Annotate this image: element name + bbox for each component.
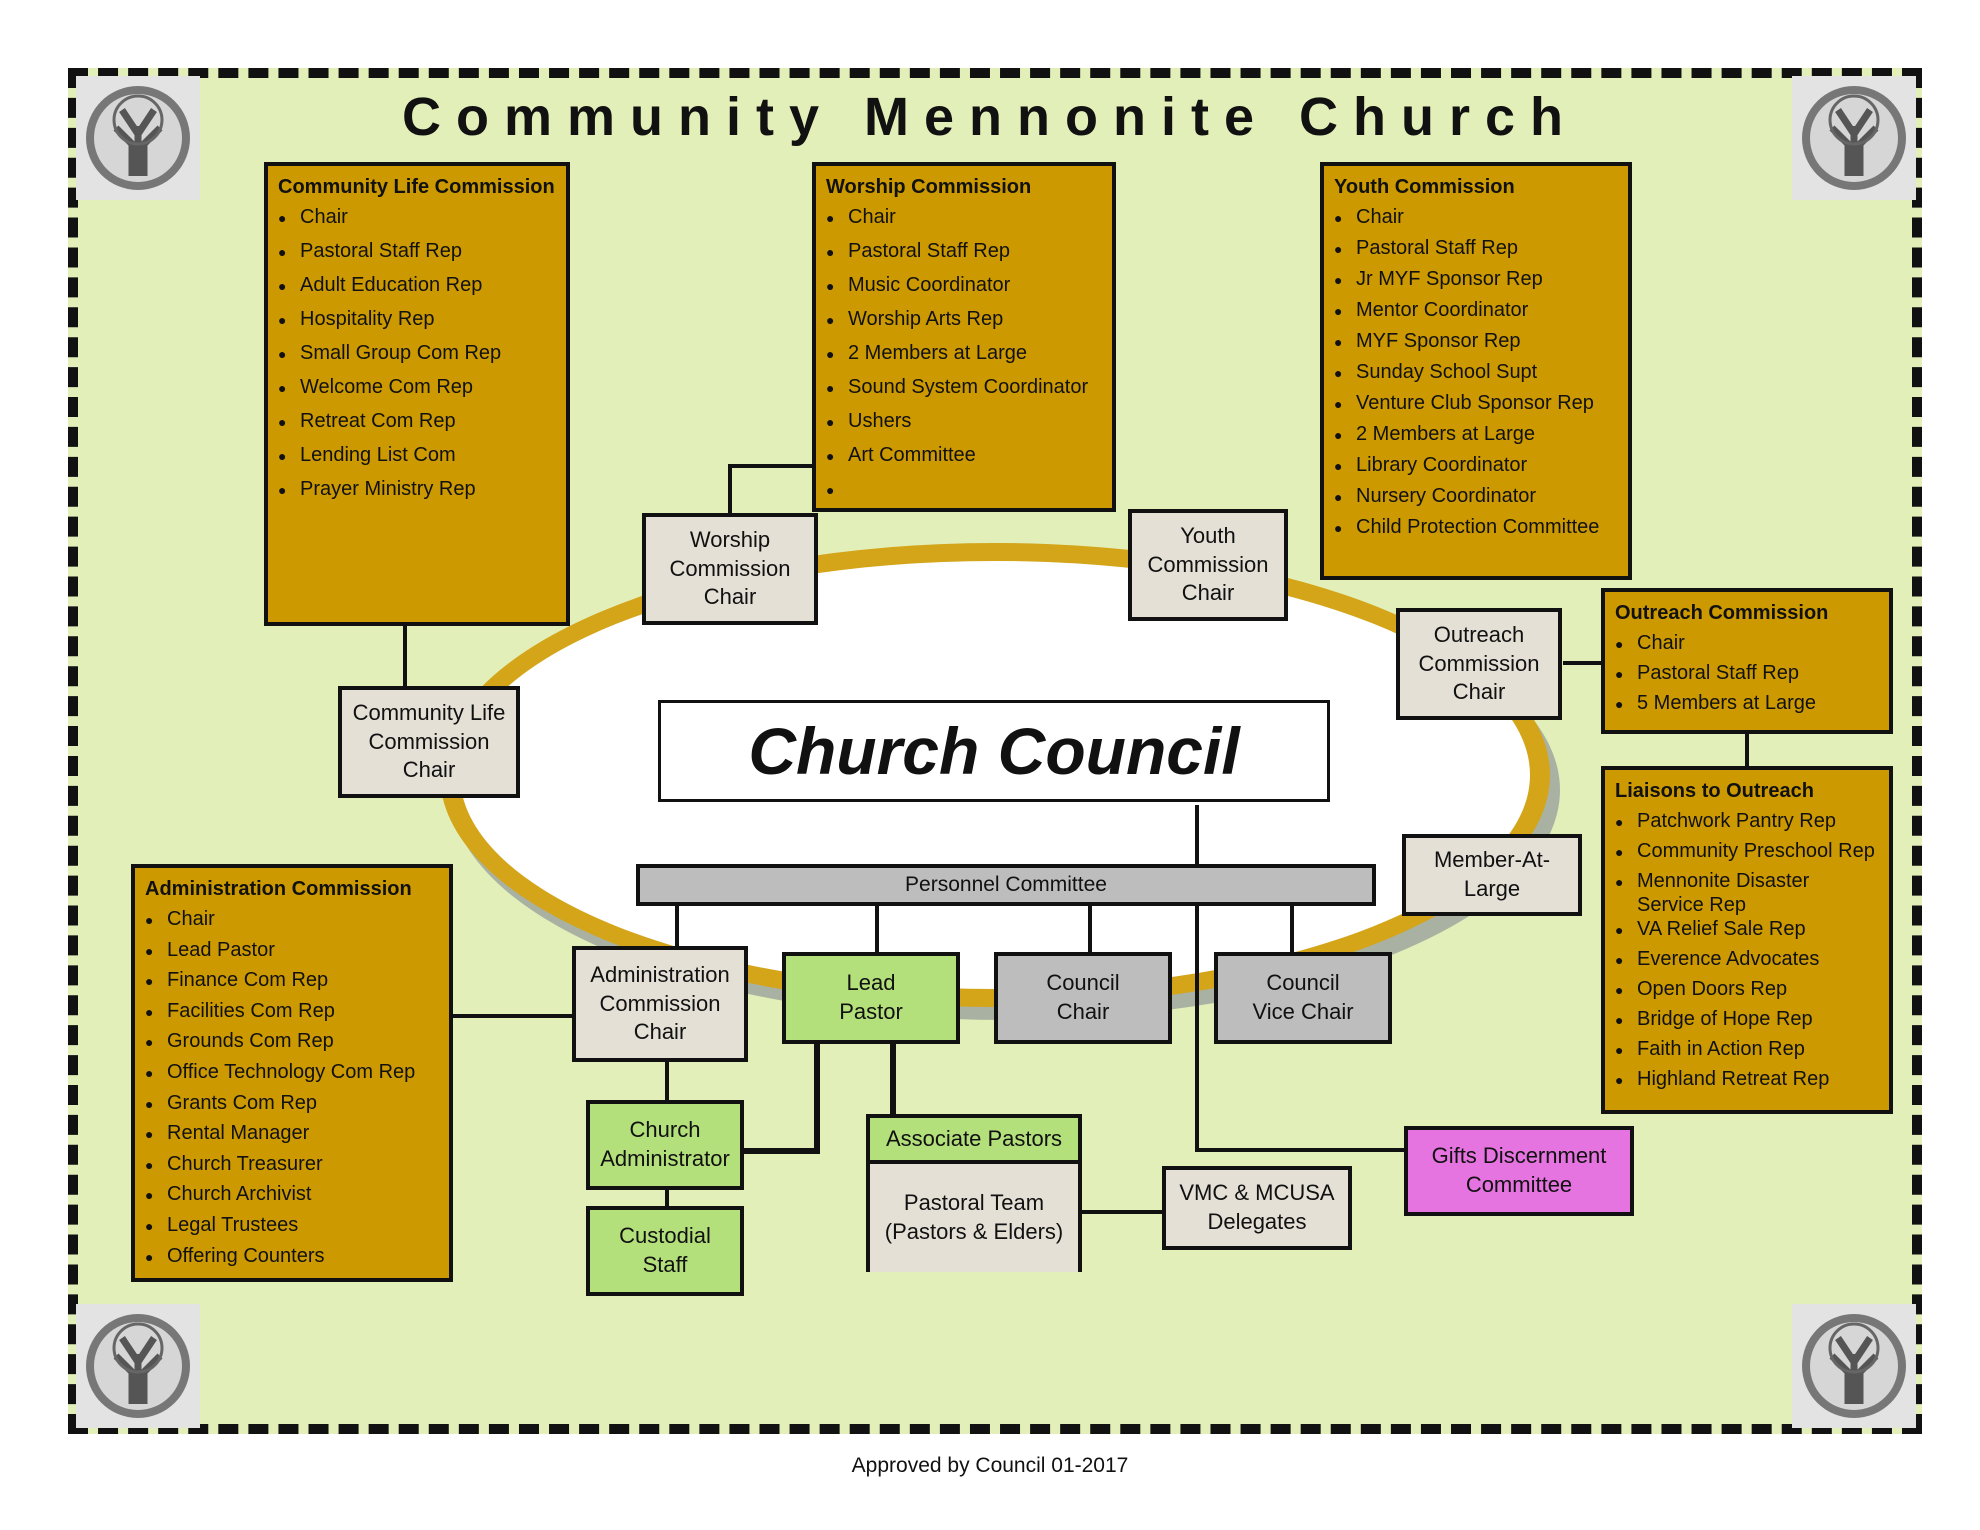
list-item: Church Archivist bbox=[145, 1182, 439, 1213]
outreach-commission-chair: Outreach Commission Chair bbox=[1396, 608, 1562, 720]
youth-commission: Youth Commission ChairPastoral Staff Rep… bbox=[1320, 162, 1632, 580]
list-item: Adult Education Rep bbox=[278, 273, 556, 307]
list-item: Art Committee bbox=[826, 443, 1102, 477]
list-item: Mentor Coordinator bbox=[1334, 298, 1618, 329]
youth-commission-chair: Youth Commission Chair bbox=[1128, 509, 1288, 621]
list-item: Rental Manager bbox=[145, 1121, 439, 1152]
list-item: Legal Trustees bbox=[145, 1213, 439, 1244]
council-chair: Council Chair bbox=[994, 952, 1172, 1044]
lead-pastor: Lead Pastor bbox=[782, 952, 960, 1044]
list-item: MYF Sponsor Rep bbox=[1334, 329, 1618, 360]
tree-emblem-icon bbox=[76, 76, 200, 200]
commission-title: Worship Commission bbox=[826, 176, 1032, 198]
commission-title: Liaisons to Outreach bbox=[1615, 780, 1814, 802]
gifts-discernment-committee: Gifts Discernment Committee bbox=[1404, 1126, 1634, 1216]
list-item: Jr MYF Sponsor Rep bbox=[1334, 267, 1618, 298]
personnel-committee: Personnel Committee bbox=[636, 864, 1376, 906]
list-item: Lead Pastor bbox=[145, 938, 439, 969]
list-item: Pastoral Staff Rep bbox=[1334, 236, 1618, 267]
list-item: Nursery Coordinator bbox=[1334, 484, 1618, 515]
list-item: Welcome Com Rep bbox=[278, 375, 556, 409]
connector-council-gifts bbox=[1195, 805, 1410, 1152]
list-item: Venture Club Sponsor Rep bbox=[1334, 391, 1618, 422]
list-item: Finance Com Rep bbox=[145, 968, 439, 999]
outreach-commission: Outreach Commission ChairPastoral Staff … bbox=[1601, 588, 1893, 734]
list-item: Everence Advocates bbox=[1615, 947, 1879, 977]
list-item: Faith in Action Rep bbox=[1615, 1037, 1879, 1067]
list-item: Mennonite Disaster Service Rep bbox=[1615, 869, 1879, 917]
connector-worship bbox=[728, 464, 815, 515]
list-item: Hospitality Rep bbox=[278, 307, 556, 341]
commission-title: Community Life Commission bbox=[278, 176, 555, 198]
list-item: Chair bbox=[1615, 631, 1879, 661]
list-item: 2 Members at Large bbox=[1334, 422, 1618, 453]
list-item: Church Treasurer bbox=[145, 1152, 439, 1183]
list-item: Highland Retreat Rep bbox=[1615, 1067, 1879, 1097]
list-item: Lending List Com bbox=[278, 443, 556, 477]
pastoral-team: Pastoral Team (Pastors & Elders) bbox=[870, 1164, 1078, 1272]
custodial-staff: Custodial Staff bbox=[586, 1206, 744, 1296]
list-item: Worship Arts Rep bbox=[826, 307, 1102, 341]
church-administrator: Church Administrator bbox=[586, 1100, 744, 1190]
associate-pastors: Associate Pastors bbox=[870, 1118, 1078, 1164]
list-item: Grounds Com Rep bbox=[145, 1029, 439, 1060]
list-item: Patchwork Pantry Rep bbox=[1615, 809, 1879, 839]
connector-lead-administrator bbox=[744, 1043, 820, 1154]
list-item: Office Technology Com Rep bbox=[145, 1060, 439, 1091]
commission-title: Administration Commission bbox=[145, 878, 412, 900]
tree-emblem-icon bbox=[1792, 76, 1916, 200]
list-item: Library Coordinator bbox=[1334, 453, 1618, 484]
list-item: 2 Members at Large bbox=[826, 341, 1102, 375]
list-item: VA Relief Sale Rep bbox=[1615, 917, 1879, 947]
list-item: Chair bbox=[826, 205, 1102, 239]
worship-commission-chair: Worship Commission Chair bbox=[642, 513, 818, 625]
list-item: 5 Members at Large bbox=[1615, 691, 1879, 721]
pastoral-team-group: Associate Pastors Pastoral Team (Pastors… bbox=[866, 1114, 1082, 1272]
list-item: Sunday School Supt bbox=[1334, 360, 1618, 391]
commission-title: Youth Commission bbox=[1334, 176, 1515, 198]
list-item: Music Coordinator bbox=[826, 273, 1102, 307]
list-item: Chair bbox=[1334, 205, 1618, 236]
vmc-mcusa-delegates: VMC & MCUSA Delegates bbox=[1162, 1166, 1352, 1250]
list-item: Community Preschool Rep bbox=[1615, 839, 1879, 869]
list-item bbox=[826, 477, 1102, 511]
list-item: Pastoral Staff Rep bbox=[826, 239, 1102, 273]
list-item: Prayer Ministry Rep bbox=[278, 477, 556, 511]
list-item: Retreat Com Rep bbox=[278, 409, 556, 443]
list-item: Chair bbox=[145, 907, 439, 938]
list-item: Grants Com Rep bbox=[145, 1091, 439, 1122]
liaisons-to-outreach: Liaisons to Outreach Patchwork Pantry Re… bbox=[1601, 766, 1893, 1114]
tree-emblem-icon bbox=[1792, 1304, 1916, 1428]
community-life-commission-chair: Community Life Commission Chair bbox=[338, 686, 520, 798]
tree-emblem-icon bbox=[76, 1304, 200, 1428]
page-title: Community Mennonite Church bbox=[402, 87, 1578, 147]
commission-title: Outreach Commission bbox=[1615, 602, 1829, 624]
approval-footer: Approved by Council 01-2017 bbox=[851, 1454, 1129, 1477]
council-vice-chair: Council Vice Chair bbox=[1214, 952, 1392, 1044]
community-life-commission: Community Life Commission ChairPastoral … bbox=[264, 162, 570, 626]
administration-commission: Administration Commission ChairLead Past… bbox=[131, 864, 453, 1282]
worship-commission: Worship Commission ChairPastoral Staff R… bbox=[812, 162, 1116, 512]
list-item: Offering Counters bbox=[145, 1244, 439, 1275]
list-item: Open Doors Rep bbox=[1615, 977, 1879, 1007]
list-item: Bridge of Hope Rep bbox=[1615, 1007, 1879, 1037]
list-item: Child Protection Committee bbox=[1334, 515, 1618, 546]
list-item: Sound System Coordinator bbox=[826, 375, 1102, 409]
list-item: Facilities Com Rep bbox=[145, 999, 439, 1030]
list-item: Chair bbox=[278, 205, 556, 239]
list-item: Pastoral Staff Rep bbox=[278, 239, 556, 273]
member-at-large: Member-At- Large bbox=[1402, 834, 1582, 916]
administration-commission-chair: Administration Commission Chair bbox=[572, 946, 748, 1062]
list-item: Ushers bbox=[826, 409, 1102, 443]
list-item: Small Group Com Rep bbox=[278, 341, 556, 375]
list-item: Pastoral Staff Rep bbox=[1615, 661, 1879, 691]
church-council: Church Council bbox=[658, 700, 1330, 802]
